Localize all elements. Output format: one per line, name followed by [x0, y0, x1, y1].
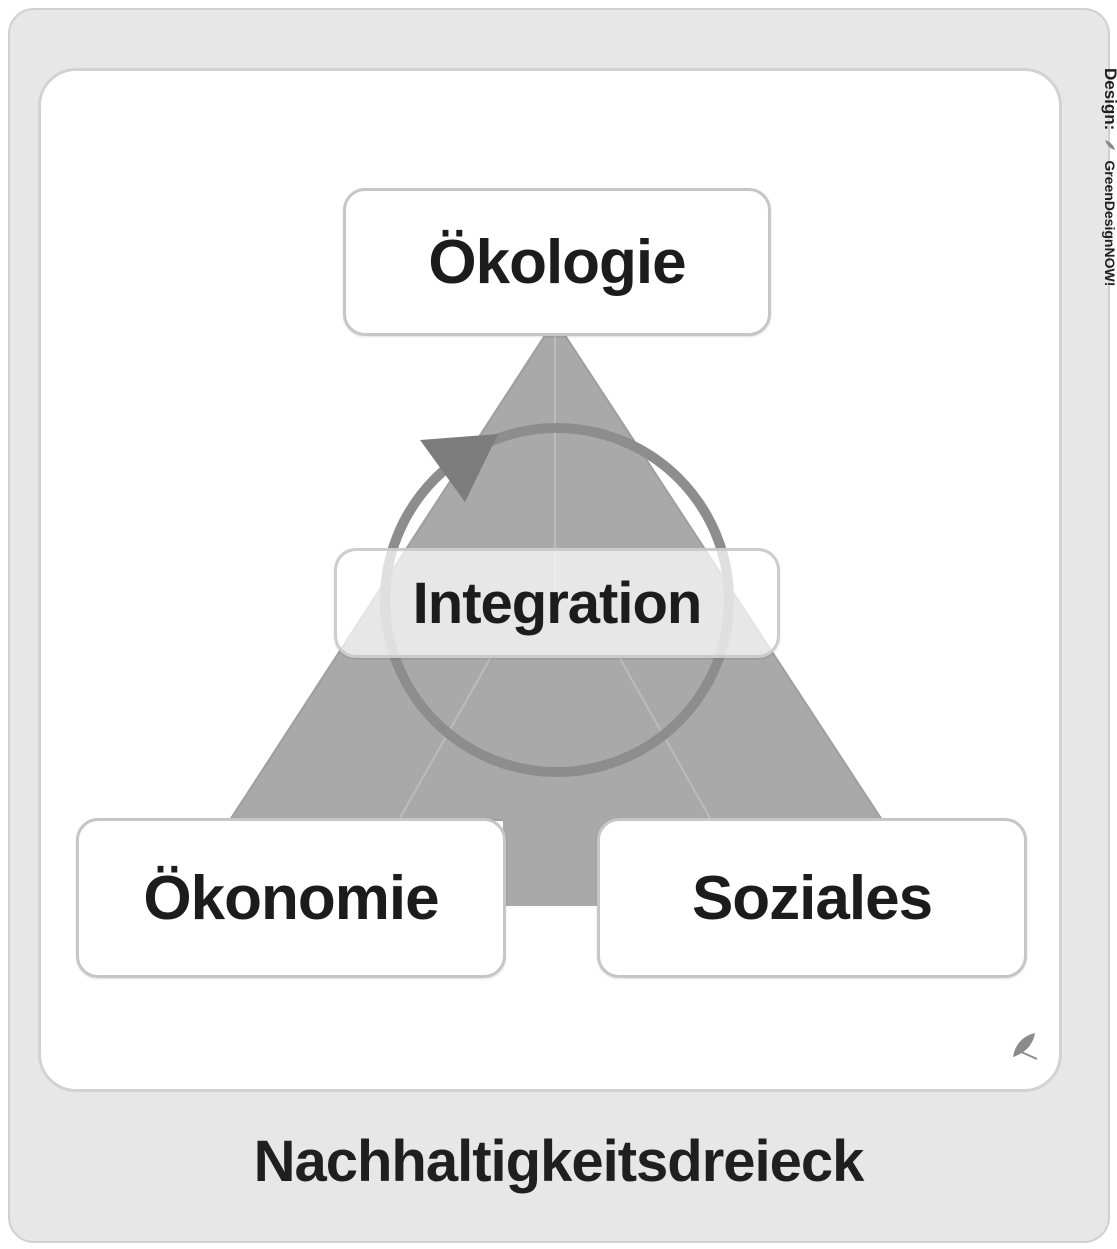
credit-brand: GreenDesignNOW!: [1102, 160, 1117, 287]
design-credit: Design: GreenDesignNOW!: [1098, 68, 1117, 408]
leaf-brush-icon: [1105, 140, 1115, 151]
label-soziales: Soziales: [597, 818, 1027, 978]
diagram-caption: Nachhaltigkeitsdreieck: [253, 1129, 865, 1194]
label-oekologie: Ökologie: [343, 188, 771, 336]
label-integration: Integration: [334, 548, 780, 658]
label-oekonomie: Ökonomie: [76, 818, 506, 978]
leaf-brush-icon: [1013, 1033, 1038, 1060]
triangle-base-strip: [503, 818, 609, 906]
credit-prefix: Design:: [1101, 68, 1117, 131]
